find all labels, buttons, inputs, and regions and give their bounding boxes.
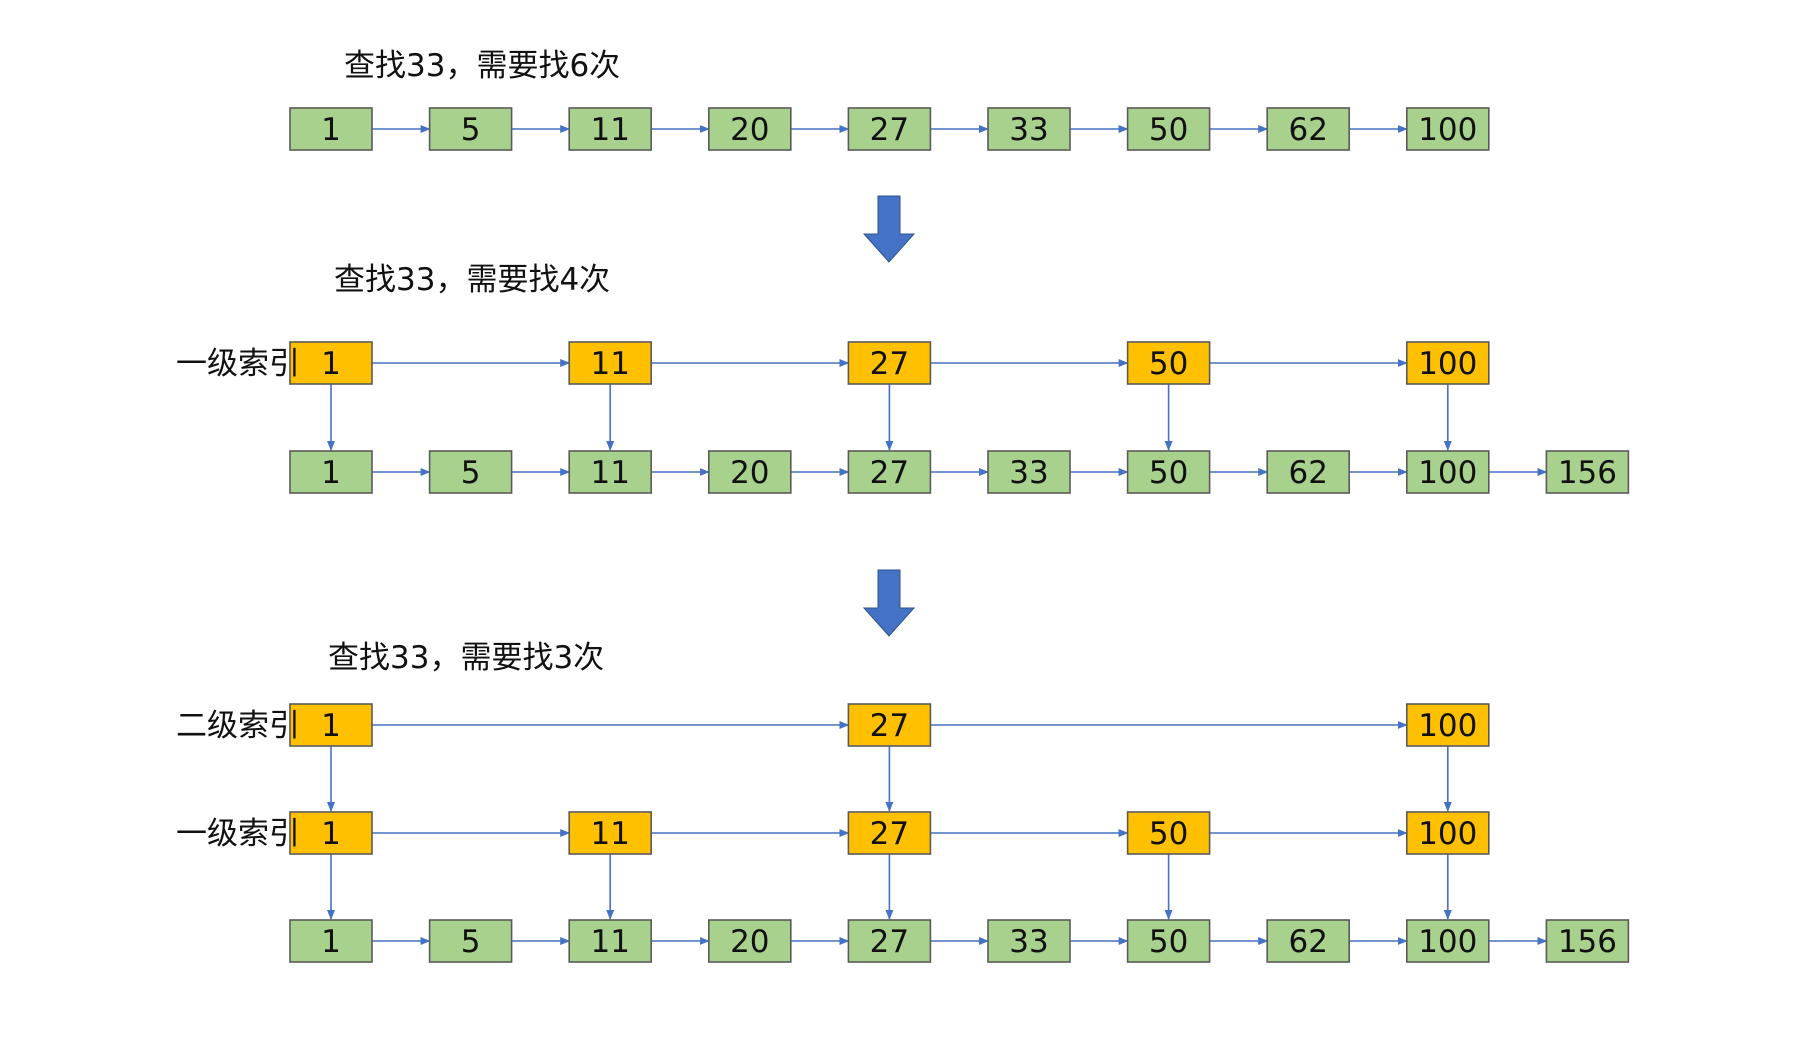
base-node: 100 xyxy=(1406,919,1490,963)
base-node: 100 xyxy=(1406,450,1490,494)
node-value: 50 xyxy=(1149,455,1188,491)
index-node: 27 xyxy=(847,811,932,855)
node-value: 100 xyxy=(1418,455,1477,491)
node-value: 1 xyxy=(321,708,341,744)
base-node: 33 xyxy=(987,450,1071,494)
index-node: 100 xyxy=(1406,703,1490,747)
base-node: 11 xyxy=(568,919,653,963)
node-value: 33 xyxy=(1009,112,1048,148)
node-value: 5 xyxy=(461,455,481,491)
node-value: 27 xyxy=(870,816,909,852)
node-value: 33 xyxy=(1009,924,1048,960)
index-level-label: 一级索引 xyxy=(176,816,300,852)
index-node: 50 xyxy=(1126,811,1211,855)
node-value: 156 xyxy=(1558,924,1617,960)
section-caption: 查找33，需要找3次 xyxy=(328,640,604,676)
node-value: 1 xyxy=(321,112,341,148)
index-node: 27 xyxy=(847,703,932,747)
base-node: 20 xyxy=(707,919,792,963)
base-node: 100 xyxy=(1406,107,1490,151)
base-node: 62 xyxy=(1266,450,1350,494)
index-node: 27 xyxy=(847,341,932,385)
base-node: 156 xyxy=(1545,919,1630,963)
node-value: 11 xyxy=(590,346,629,382)
node-value: 27 xyxy=(870,455,909,491)
base-node: 11 xyxy=(568,107,653,151)
index-node: 100 xyxy=(1406,341,1490,385)
node-value: 1 xyxy=(321,346,341,382)
node-value: 100 xyxy=(1418,346,1477,382)
node-value: 62 xyxy=(1288,455,1327,491)
index-level-label: 一级索引 xyxy=(176,346,300,382)
node-value: 20 xyxy=(730,112,769,148)
node-value: 1 xyxy=(321,455,341,491)
base-node: 1 xyxy=(289,919,373,963)
base-node: 27 xyxy=(847,919,932,963)
index-level-label: 二级索引 xyxy=(176,708,300,744)
node-value: 50 xyxy=(1149,816,1188,852)
base-node: 33 xyxy=(987,919,1071,963)
index-node: 100 xyxy=(1406,811,1490,855)
base-node: 5 xyxy=(428,919,513,963)
node-value: 5 xyxy=(461,924,481,960)
index-node: 1 xyxy=(289,341,373,385)
base-node: 20 xyxy=(707,107,792,151)
node-value: 11 xyxy=(590,455,629,491)
section-caption: 查找33，需要找4次 xyxy=(334,262,610,298)
transition-arrow xyxy=(862,569,916,637)
node-value: 100 xyxy=(1418,924,1477,960)
node-value: 11 xyxy=(590,816,629,852)
base-node: 50 xyxy=(1126,107,1211,151)
node-value: 27 xyxy=(870,708,909,744)
base-node: 62 xyxy=(1266,107,1350,151)
section-caption: 查找33，需要找6次 xyxy=(344,48,620,84)
node-value: 50 xyxy=(1149,924,1188,960)
base-node: 27 xyxy=(847,450,932,494)
node-value: 1 xyxy=(321,816,341,852)
index-node: 50 xyxy=(1126,341,1211,385)
base-node: 50 xyxy=(1126,450,1211,494)
node-value: 100 xyxy=(1418,112,1477,148)
node-value: 100 xyxy=(1418,816,1477,852)
index-node: 1 xyxy=(289,703,373,747)
node-value: 100 xyxy=(1418,708,1477,744)
base-node: 156 xyxy=(1545,450,1630,494)
index-node: 11 xyxy=(568,341,653,385)
base-node: 5 xyxy=(428,450,513,494)
node-value: 62 xyxy=(1288,112,1327,148)
node-value: 11 xyxy=(590,924,629,960)
node-value: 156 xyxy=(1558,455,1617,491)
base-node: 33 xyxy=(987,107,1071,151)
base-node: 1 xyxy=(289,450,373,494)
base-node: 62 xyxy=(1266,919,1350,963)
node-value: 62 xyxy=(1288,924,1327,960)
node-value: 27 xyxy=(870,346,909,382)
node-value: 27 xyxy=(870,924,909,960)
base-node: 27 xyxy=(847,107,932,151)
base-node: 50 xyxy=(1126,919,1211,963)
node-value: 1 xyxy=(321,924,341,960)
base-node: 1 xyxy=(289,107,373,151)
base-node: 20 xyxy=(707,450,792,494)
node-value: 27 xyxy=(870,112,909,148)
base-node: 5 xyxy=(428,107,513,151)
node-value: 50 xyxy=(1149,346,1188,382)
node-value: 20 xyxy=(730,455,769,491)
node-value: 33 xyxy=(1009,455,1048,491)
index-node: 11 xyxy=(568,811,653,855)
base-node: 11 xyxy=(568,450,653,494)
node-value: 11 xyxy=(590,112,629,148)
node-value: 5 xyxy=(461,112,481,148)
node-value: 50 xyxy=(1149,112,1188,148)
transition-arrow xyxy=(862,195,916,263)
index-node: 1 xyxy=(289,811,373,855)
node-value: 20 xyxy=(730,924,769,960)
